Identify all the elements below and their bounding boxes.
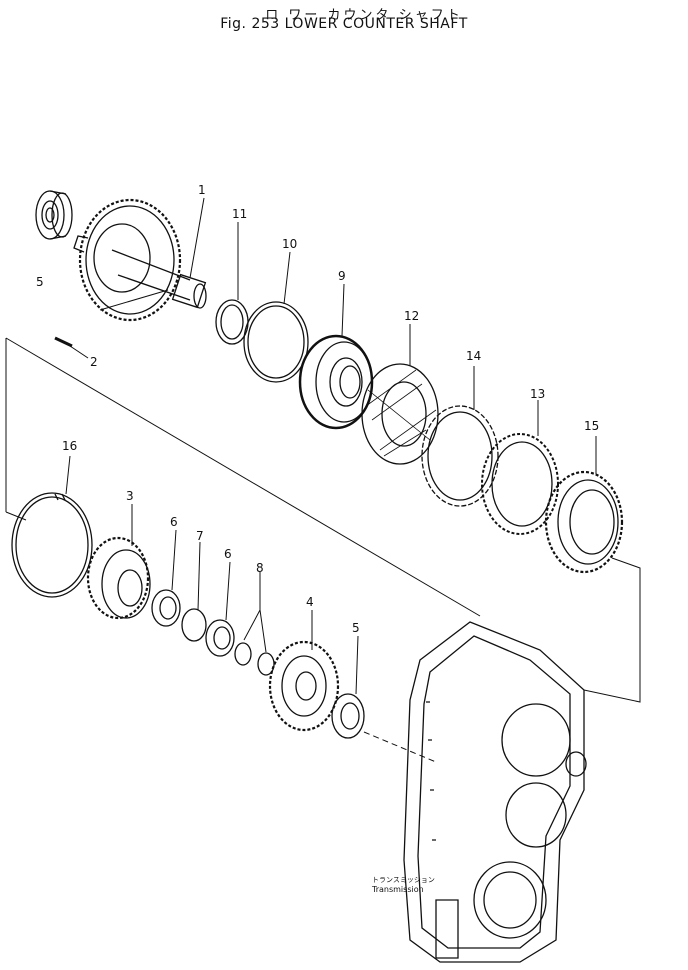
callout-12: 12: [404, 309, 419, 323]
part-ring-11: [215, 299, 249, 345]
figure-title-japanese: ロ ワー カウンタ シャフト: [265, 8, 463, 23]
part-friction-plate: [361, 363, 439, 465]
housing-label-japanese: トランスミッション: [372, 876, 435, 884]
part-ring-10: [243, 301, 309, 383]
figure-title: Fig. 253 LOWER COUNTER SHAFT: [220, 16, 468, 32]
callout-2: 2: [90, 355, 98, 369]
part-bearing-6-left: [151, 589, 181, 627]
callout-labels: 1 2 3 4 5 5 6 6 7 8 9 10 11 12 13 14 15 …: [36, 183, 599, 635]
assembly-lines: [5, 197, 641, 763]
part-disc-13: [481, 433, 559, 535]
callout-4: 4: [306, 595, 314, 609]
part-shaft-gear: [73, 198, 207, 322]
part-snap-ring: [11, 492, 93, 598]
part-gear-3: [86, 536, 151, 620]
part-piston: [298, 334, 374, 430]
callout-6-left: 6: [170, 515, 178, 529]
callout-5-upper: 5: [36, 275, 44, 289]
part-hub: [544, 470, 624, 574]
part-gear-4: [268, 640, 340, 732]
transmission-housing: [403, 621, 587, 963]
callout-9: 9: [338, 269, 346, 283]
callout-16: 16: [62, 439, 77, 453]
part-bearing-upper: [35, 190, 73, 240]
callout-7: 7: [196, 529, 204, 543]
callout-13: 13: [530, 387, 545, 401]
callout-8: 8: [256, 561, 264, 575]
housing-label: Transmission: [371, 885, 424, 894]
part-bearing-6-right: [205, 619, 235, 657]
part-pin: [54, 336, 73, 348]
part-plate-14: [421, 405, 499, 507]
callout-14: 14: [466, 349, 481, 363]
callout-3: 3: [126, 489, 134, 503]
part-snap-ring-7: [181, 608, 207, 642]
callout-5-lower: 5: [352, 621, 360, 635]
callout-15: 15: [584, 419, 599, 433]
callout-10: 10: [282, 237, 297, 251]
callout-1: 1: [198, 183, 206, 197]
callout-6-right: 6: [224, 547, 232, 561]
part-spacers: [234, 642, 275, 676]
part-bearing-lower: [331, 693, 365, 739]
callout-11: 11: [232, 207, 247, 221]
